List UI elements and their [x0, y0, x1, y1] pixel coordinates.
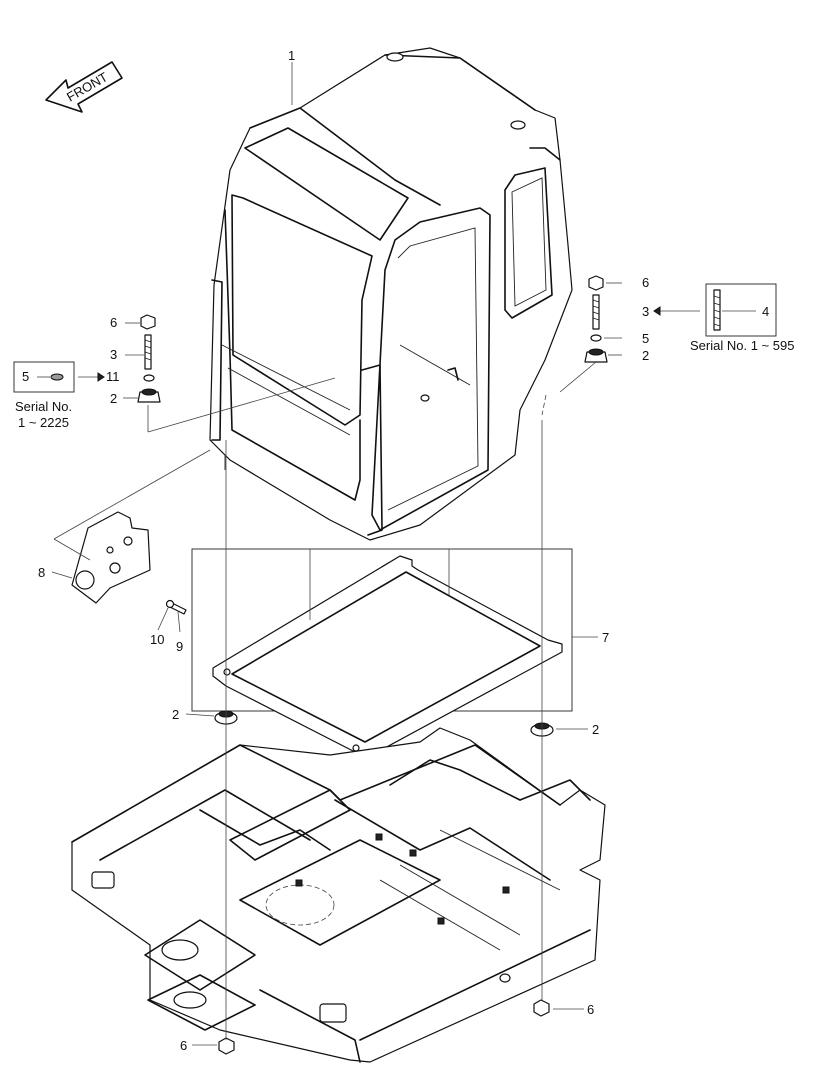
callout-6-right: 6 — [642, 275, 649, 290]
serial-box-left — [13, 361, 105, 393]
callout-7: 7 — [602, 630, 609, 645]
mounting-frame-part-7 — [191, 548, 573, 757]
serial-note-right: Serial No. 1 ~ 595 — [690, 338, 794, 353]
callout-2-right: 2 — [642, 348, 649, 363]
serial-notes: Serial No. 1 ~ 2225 Serial No. 1 ~ 595 — [15, 338, 794, 430]
callout-labels: 1 6 3 5 11 2 6 3 4 5 2 8 10 9 7 2 2 6 6 — [22, 48, 769, 1053]
callout-8: 8 — [38, 565, 45, 580]
callout-3-left: 3 — [110, 347, 117, 362]
callout-11: 11 — [106, 369, 120, 384]
callout-5-right: 5 — [642, 331, 649, 346]
callout-4: 4 — [762, 304, 769, 319]
serial-box-right — [653, 283, 777, 337]
front-arrow: FRONT — [45, 61, 123, 113]
callout-9: 9 — [176, 639, 183, 654]
callout-3-right: 3 — [642, 304, 649, 319]
callout-10: 10 — [150, 632, 164, 647]
left-mount-stack — [137, 314, 161, 403]
cab-assembly — [209, 47, 573, 541]
bolt-part-9 — [165, 599, 187, 615]
bracket-part-8 — [71, 511, 151, 604]
callout-1: 1 — [288, 48, 295, 63]
callout-6-bottom-right: 6 — [587, 1002, 594, 1017]
upper-structure — [71, 727, 606, 1063]
callout-5-left: 5 — [22, 369, 29, 384]
callout-6-left: 6 — [110, 315, 117, 330]
serial-note-left-line2: 1 ~ 2225 — [18, 415, 69, 430]
serial-note-left-line1: Serial No. — [15, 399, 72, 414]
leader-lines — [51, 62, 622, 1046]
right-mount-stack — [584, 275, 608, 363]
callout-2-frame-left: 2 — [172, 707, 179, 722]
callout-2-left: 2 — [110, 391, 117, 406]
callout-6-bottom-left: 6 — [180, 1038, 187, 1053]
callout-2-frame-right: 2 — [592, 722, 599, 737]
